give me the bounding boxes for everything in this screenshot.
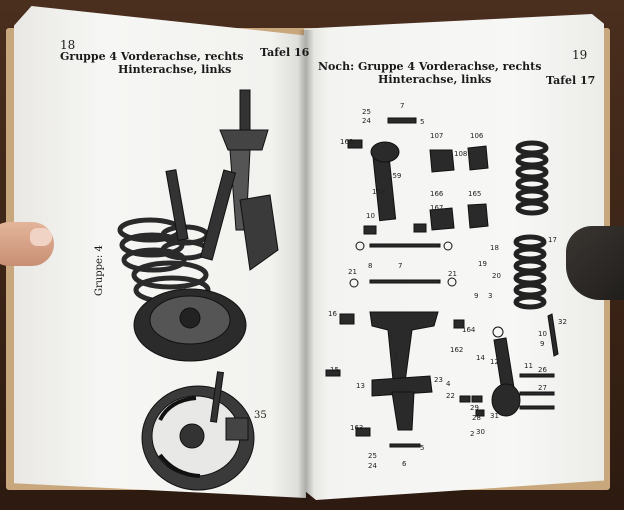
callout-label: 107 [430,132,444,140]
callout-label: 29 [470,404,479,412]
callout-label: 3 [488,292,493,300]
callout-label: 162 [450,346,464,354]
callout-label: 1 [394,352,399,360]
callout-label: 25 [368,452,377,460]
book-gutter [298,30,314,500]
callout-label: 158 [372,188,386,196]
callout-label: 106 [470,132,484,140]
callout-label: 30 [476,428,485,436]
callout-label: 10 [538,330,547,338]
callout-label: 9 [540,340,545,348]
part-number-35: 35 [254,410,267,421]
callout-label: 163 [350,424,364,432]
callout-label: 26 [538,366,547,374]
callout-label: 13 [356,382,365,390]
callout-label: 9 [474,292,479,300]
callout-label: 5 [420,444,425,452]
callout-label: 8 [368,262,373,270]
callout-label: 7 [400,102,405,110]
callout-label: 32 [558,318,567,326]
callout-label: 5 [420,118,425,126]
callout-label: 22 [446,392,455,400]
callout-label: 19 [478,260,487,268]
callout-label: 20 [492,272,501,280]
callout-label: 4 [446,380,451,388]
callout-label: 165 [468,190,482,198]
callout-label: 108 [454,150,468,158]
callout-label: 15 [330,366,339,374]
thumbnail [30,228,52,246]
right-glove [566,226,624,300]
callout-label: 23 [434,376,443,384]
callout-label: 24 [362,117,371,125]
callout-label: 10 [366,212,375,220]
right-page [304,14,604,500]
exploded-parts-drawing [325,117,559,448]
callout-label: 166 [430,190,444,198]
callout-label: 160 [340,138,354,146]
left-header-line2: Hinterachse, links [118,63,232,76]
callout-label: 31 [490,412,499,420]
callout-label: 16 [328,310,337,318]
callout-label: 21 [348,268,357,276]
callout-label: 21 [448,270,457,278]
left-plate-label: Tafel 16 [260,46,310,59]
callout-label: 167 [430,204,444,212]
callout-label: 14 [476,354,485,362]
callout-label: 164 [462,326,476,334]
callout-label: 27 [538,384,547,392]
callout-label: 18 [490,244,499,252]
left-page-number: 18 [60,38,76,52]
callout-label: 25 [362,108,371,116]
callout-label: 6 [402,460,407,468]
callout-label: 11 [524,362,533,370]
left-header-line1: Gruppe 4 Vorderachse, rechts [60,50,244,63]
right-plate-label: Tafel 17 [546,74,596,87]
callout-label: 12 [490,358,499,366]
callout-label: 7 [398,262,403,270]
callout-label: 2 [470,430,475,438]
right-header-line1: Noch: Gruppe 4 Vorderachse, rechts [318,60,542,73]
right-page-number: 19 [572,48,588,62]
right-header-line2: Hinterachse, links [378,73,492,86]
callout-label: 28 [472,414,481,422]
callout-label: 159 [388,172,402,180]
axle-assembly-drawing [117,89,279,491]
callout-label: 24 [368,462,377,470]
callout-label: 17 [548,236,557,244]
